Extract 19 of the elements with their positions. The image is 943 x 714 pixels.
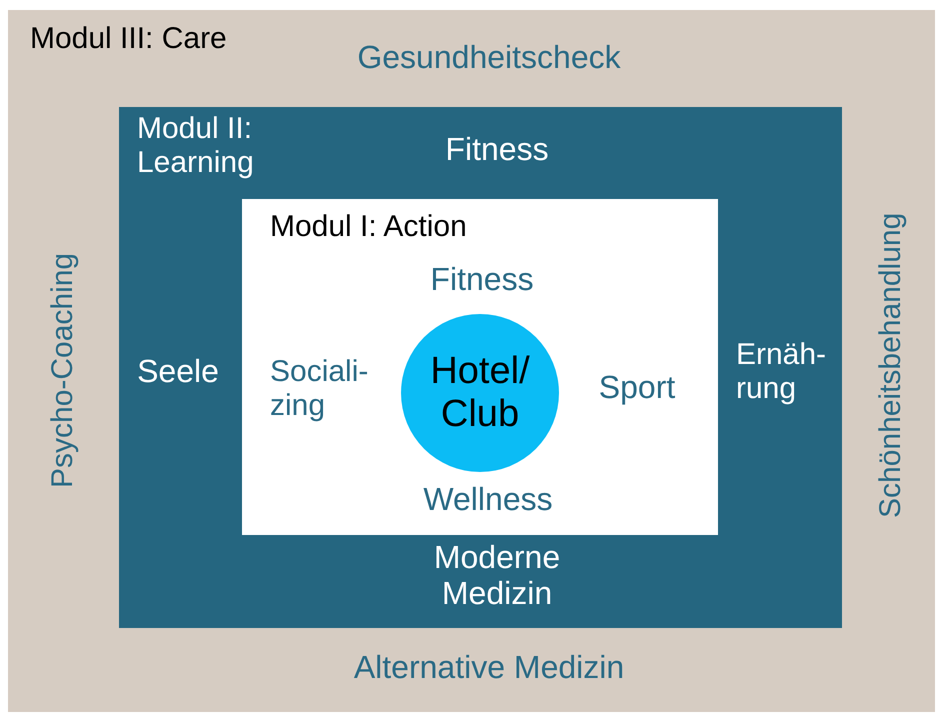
topic-label: Gesundheitscheck: [356, 40, 622, 76]
topic-label: Fitness: [429, 262, 535, 298]
topic-label: Fitness: [444, 132, 550, 168]
topic-label: Sociali- zing: [270, 355, 370, 422]
module-heading: Modul III: Care: [30, 22, 228, 56]
middle-module-panel: [119, 107, 842, 628]
topic-label: Seele: [136, 354, 220, 390]
topic-label: Sport: [598, 370, 676, 406]
topic-label: Schönheitsbehandlung: [874, 211, 908, 520]
topic-label: Alternative Medizin: [352, 650, 626, 686]
topic-label: Psycho-Coaching: [46, 251, 80, 490]
circle-label: Hotel/ Club: [429, 350, 531, 436]
topic-label: Moderne Medizin: [432, 540, 562, 612]
topic-label: Ernäh- rung: [736, 338, 828, 406]
topic-label: Wellness: [422, 482, 554, 518]
module-heading: Modul II: Learning: [137, 112, 255, 180]
module-heading: Modul I: Action: [270, 210, 468, 244]
outer-module-panel: [8, 10, 935, 712]
inner-module-panel: [242, 199, 718, 535]
